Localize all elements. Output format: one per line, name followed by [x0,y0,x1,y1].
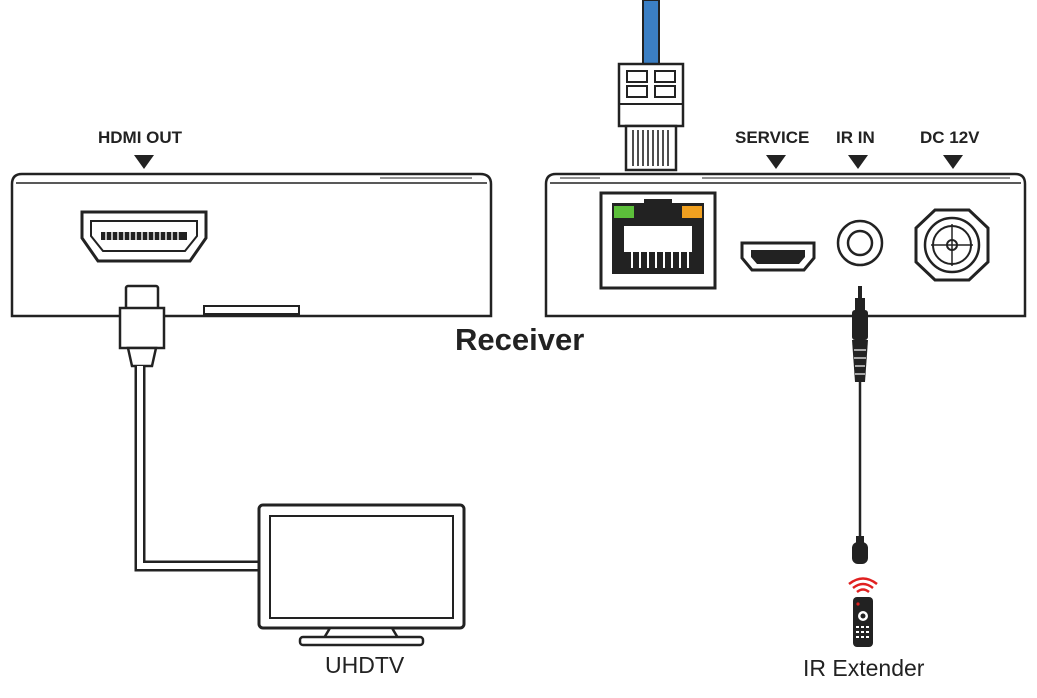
arrow-down-icon [848,155,868,169]
ir-extender-cable [852,286,868,538]
hdmi-out-label: HDMI OUT [98,128,183,147]
dc-12v-label: DC 12V [920,128,980,147]
arrow-down-icon [943,155,963,169]
dc-power-jack-icon [914,208,990,282]
port-indicator-arrows [134,155,963,169]
arrow-down-icon [766,155,786,169]
tv-icon [257,503,466,647]
rj45-port-icon [599,191,717,290]
hdmi-cable [118,284,262,572]
left-unit [10,172,493,318]
hdmi-port-icon [80,210,208,263]
service-label: SERVICE [735,128,810,147]
audio-jack-icon [836,219,884,267]
remote-control-icon [853,597,873,647]
arrow-down-icon [134,155,154,169]
receiver-title: Receiver [455,322,585,357]
ir-extender-label: IR Extender [803,655,925,681]
uhdtv-label: UHDTV [325,652,405,678]
ir-in-label: IR IN [836,128,875,147]
micro-usb-port-icon [740,241,816,272]
ir-signal-icon [848,577,878,594]
ir-receiver-icon [852,536,868,564]
network-cable [617,0,685,172]
